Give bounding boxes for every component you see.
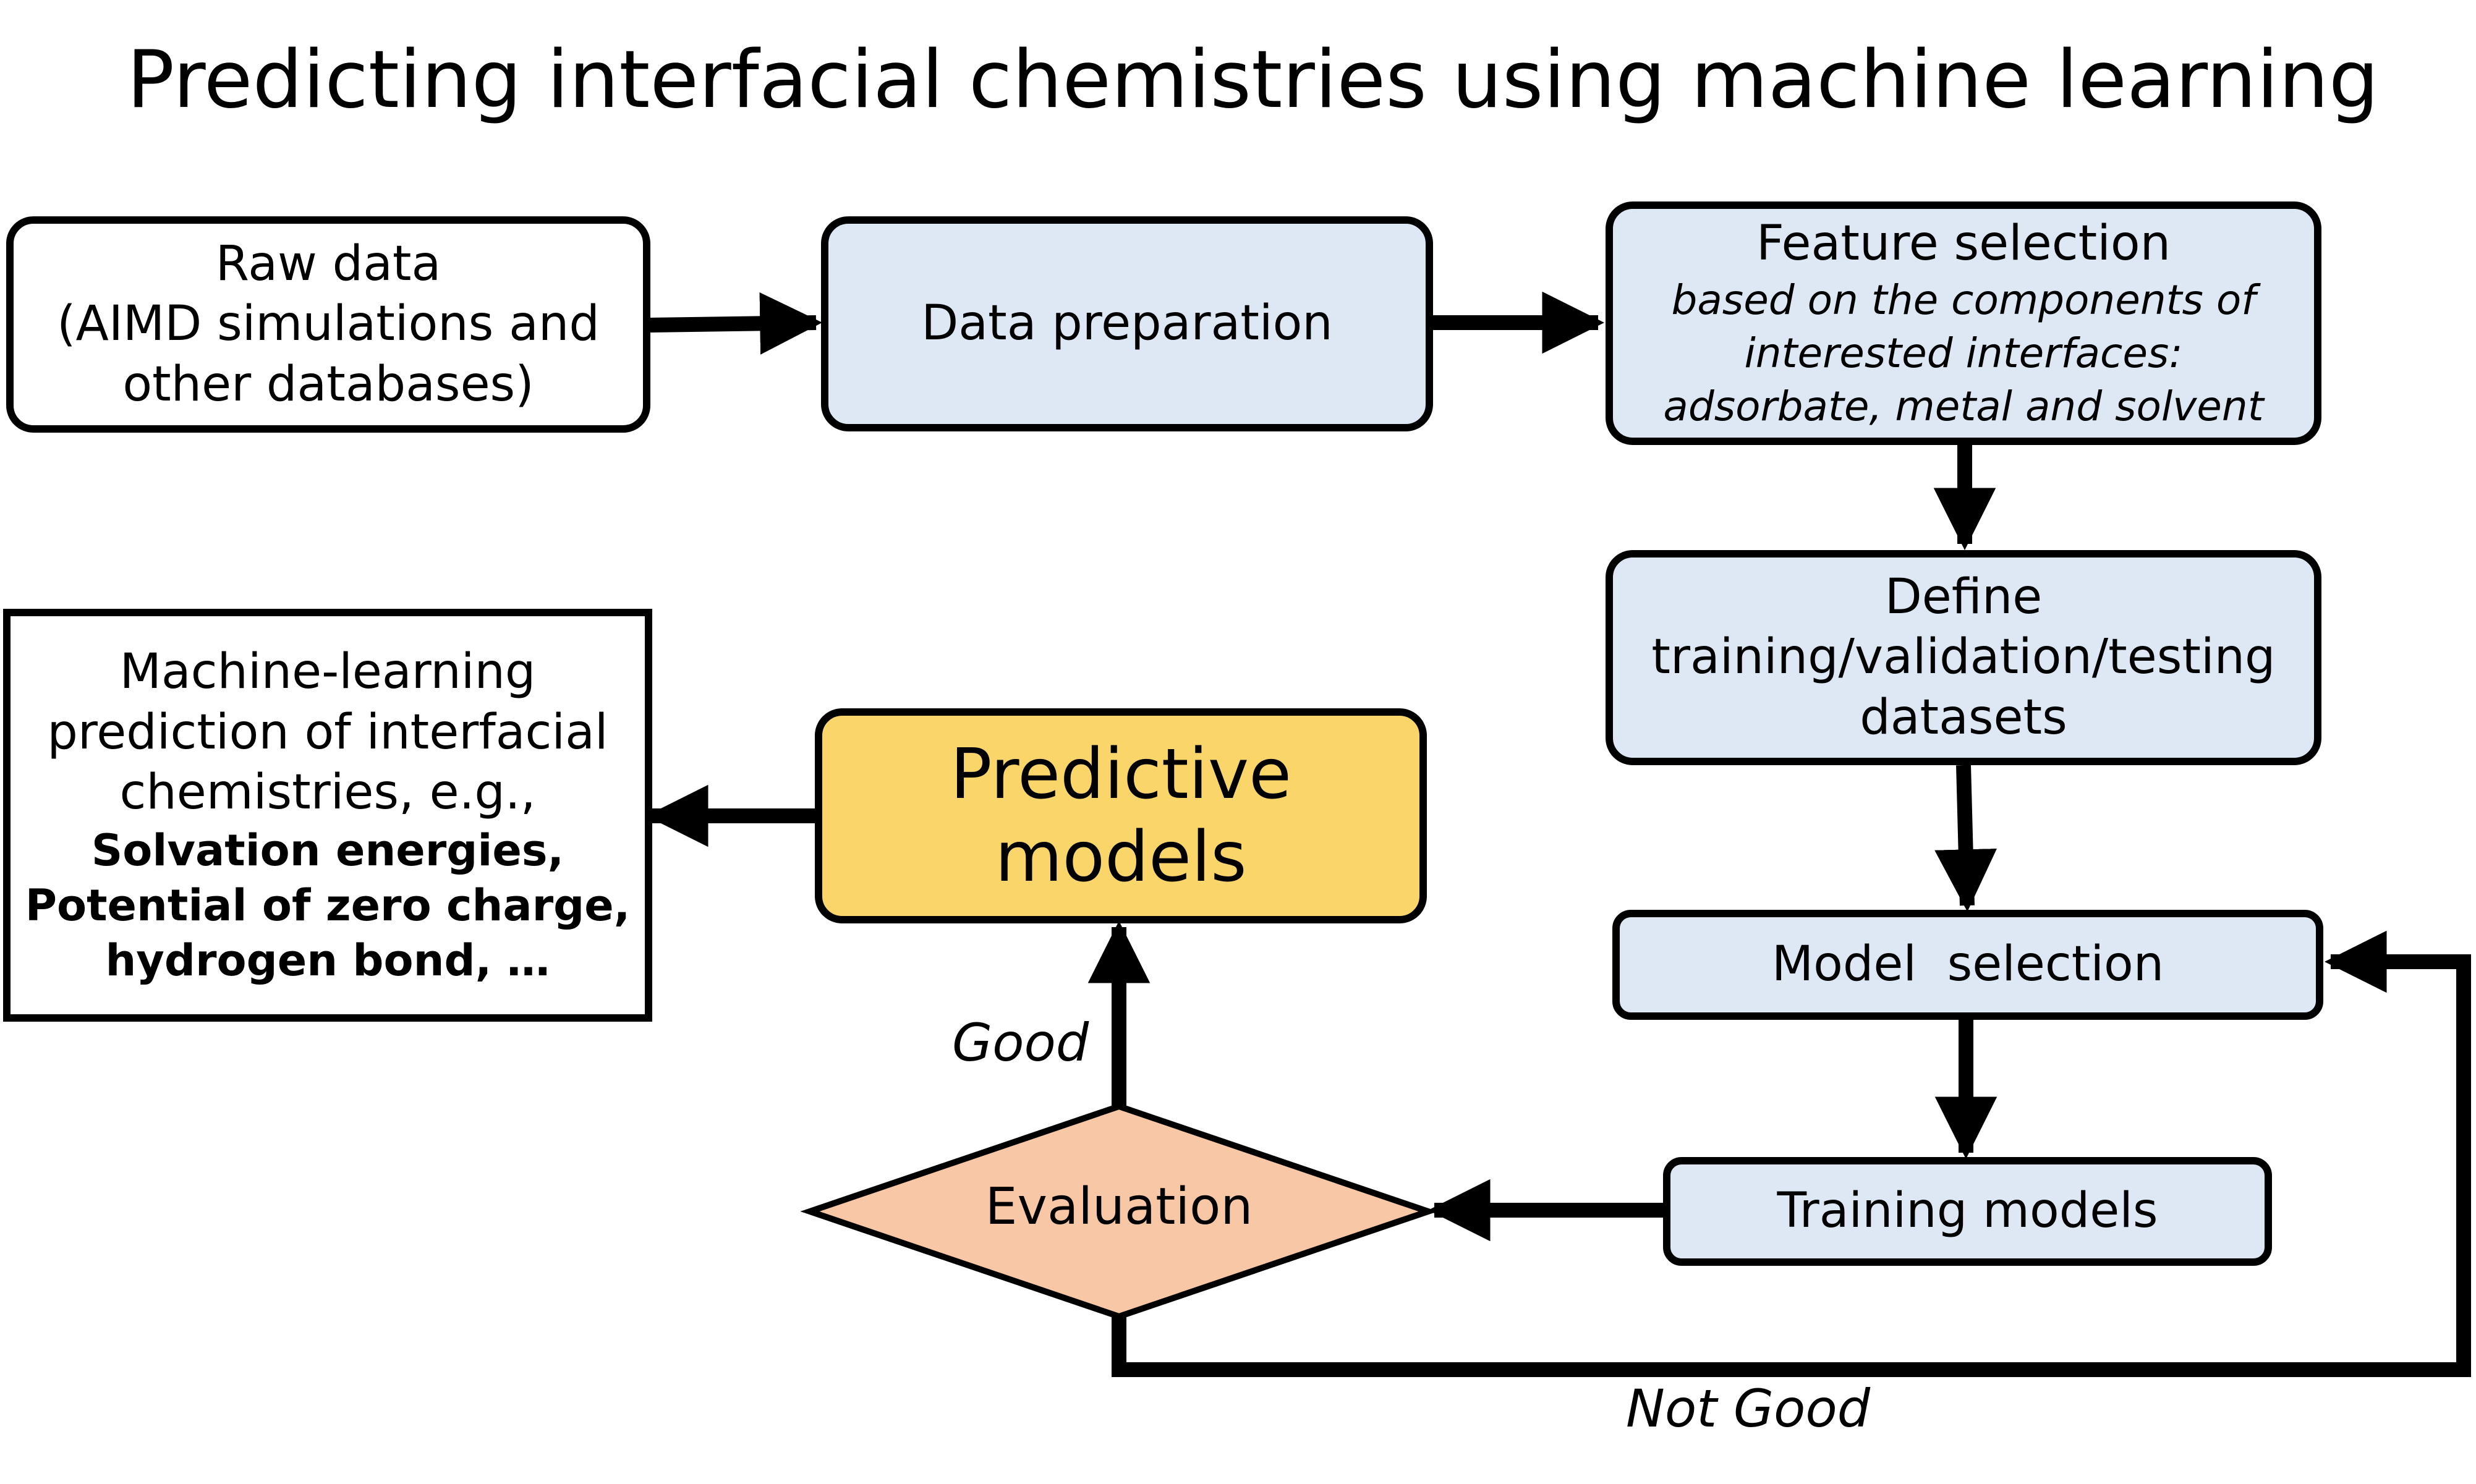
predictive-models-line-2: models <box>995 817 1247 897</box>
not-good-edge-label: Not Good <box>1626 1378 1871 1439</box>
output-line-1: Machine-learning <box>119 644 536 700</box>
arrow-define-to-model <box>1934 765 1997 912</box>
output-line-2: prediction of interfacial <box>47 704 608 760</box>
data-preparation-label: Data preparation <box>921 295 1333 352</box>
model-selection-box: Model selection <box>1612 910 2323 1020</box>
good-edge-label: Good <box>952 1012 1089 1073</box>
output-predictions-box: Machine-learning prediction of interfaci… <box>3 609 652 1022</box>
data-preparation-box: Data preparation <box>821 216 1433 431</box>
output-bold-line-1: Solvation energies, <box>91 825 564 876</box>
feature-selection-detail-1: based on the components of <box>1671 276 2256 324</box>
feature-selection-detail-2: interested interfaces: <box>1744 329 2183 377</box>
evaluation-label: Evaluation <box>985 1177 1253 1236</box>
raw-data-line-1: Raw data <box>215 235 441 292</box>
predictive-models-line-1: Predictive <box>950 734 1292 815</box>
arrow-not-good-loop <box>1112 930 2471 1377</box>
feature-selection-box: Feature selection based on the component… <box>1606 201 2321 445</box>
training-models-box: Training models <box>1663 1157 2272 1266</box>
output-bold-line-2: Potential of zero charge, <box>25 880 631 931</box>
arrow-raw-to-prep <box>649 292 823 355</box>
training-models-label: Training models <box>1777 1183 2158 1239</box>
output-bold-line-3: hydrogen bond, … <box>105 935 550 986</box>
page-title: Predicting interfacial chemistries using… <box>127 34 2379 126</box>
raw-data-box: Raw data (AIMD simulations and other dat… <box>6 216 650 433</box>
evaluation-diamond <box>800 1103 1438 1320</box>
raw-data-line-2: (AIMD simulations and <box>57 296 600 352</box>
raw-data-line-3: other databases) <box>122 356 534 412</box>
model-selection-label: Model selection <box>1771 936 2164 993</box>
define-datasets-box: Define training/validation/testing datas… <box>1606 550 2321 765</box>
define-datasets-line-1: Define <box>1884 569 2043 625</box>
feature-selection-detail-3: adsorbate, metal and solvent <box>1663 382 2264 430</box>
feature-selection-heading: Feature selection <box>1756 215 2171 271</box>
define-datasets-line-3: datasets <box>1860 689 2067 745</box>
predictive-models-box: Predictive models <box>815 708 1427 923</box>
output-line-3: chemistries, e.g., <box>119 765 536 821</box>
define-datasets-line-2: training/validation/testing <box>1651 629 2276 685</box>
